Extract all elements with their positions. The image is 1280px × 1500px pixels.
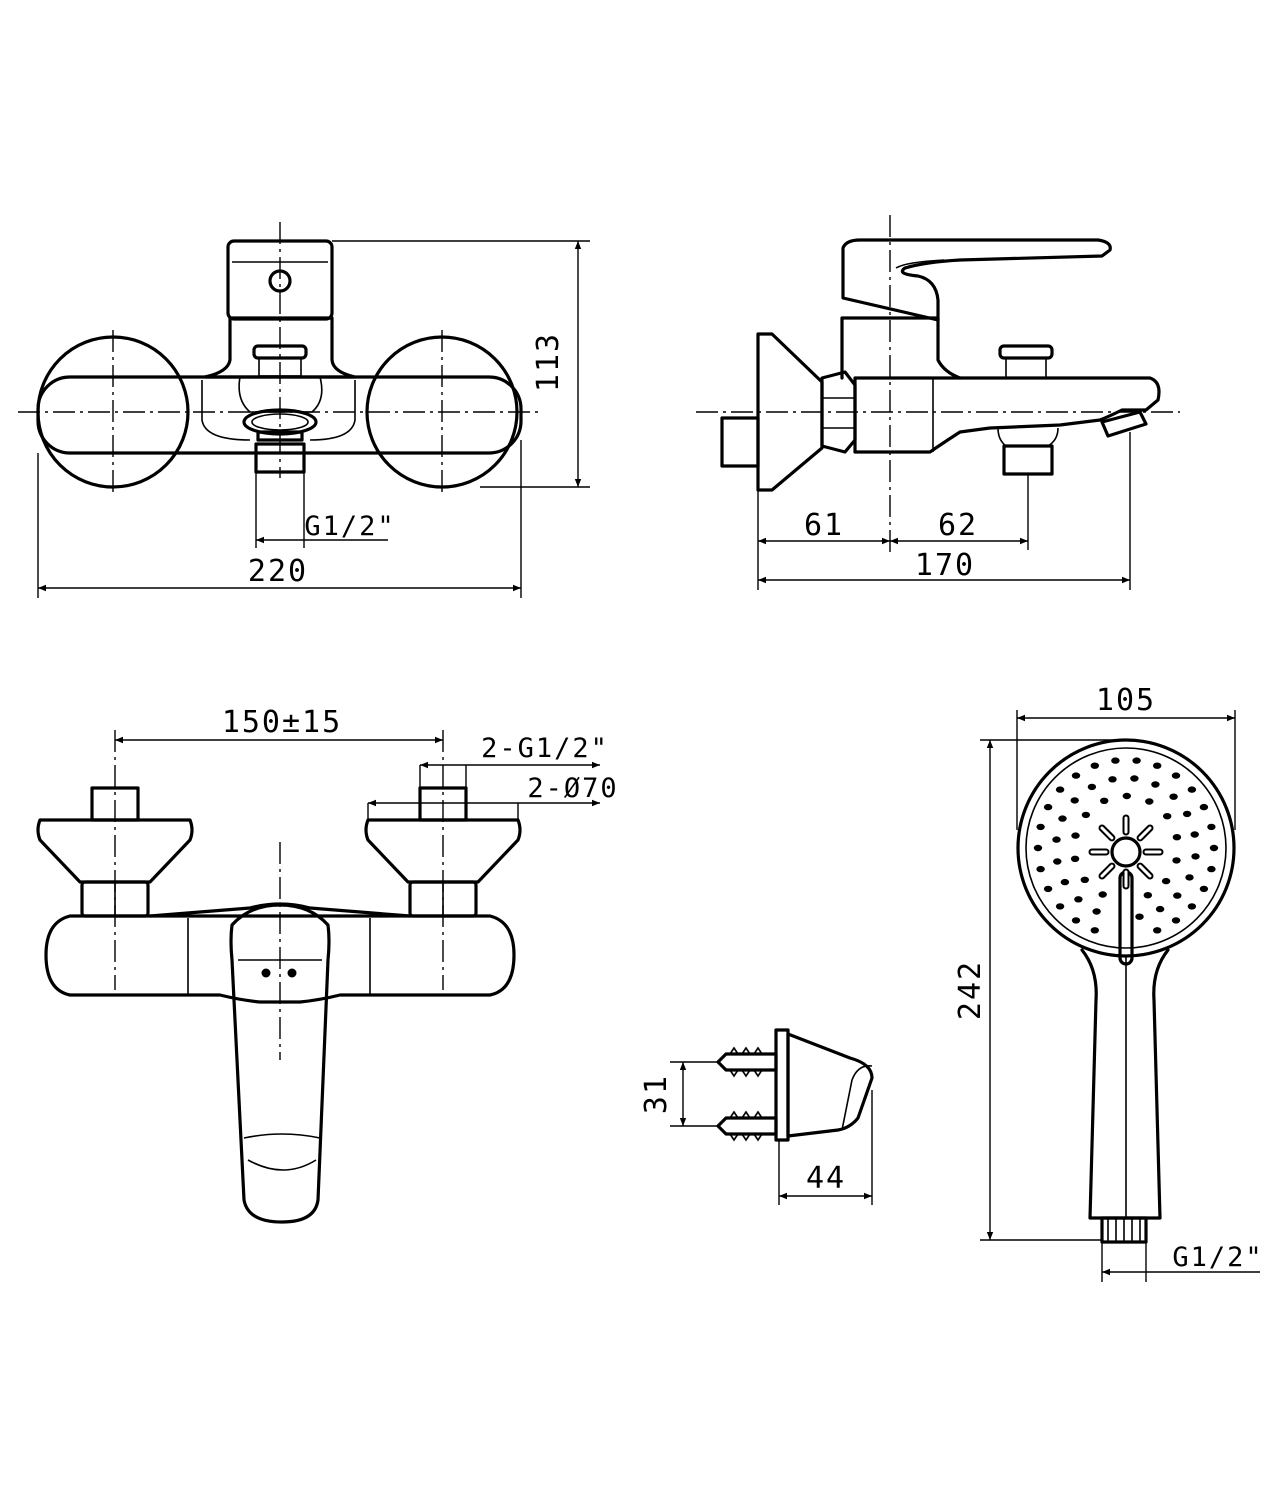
dim-side-axis-to-outlet: 62 [938, 508, 978, 543]
spray-nozzle [1081, 811, 1091, 819]
dim-handshower-length: 242 [953, 960, 988, 1020]
spray-nozzle [1145, 798, 1154, 805]
spray-nozzle [1187, 786, 1197, 793]
spray-nozzle [1155, 905, 1165, 913]
dim-handshower-width: 105 [1096, 683, 1156, 718]
spray-nozzle [1171, 772, 1181, 779]
spray-slot-inner [1100, 826, 1114, 840]
spray-nozzle [1080, 876, 1090, 883]
spray-nozzle [1172, 834, 1182, 841]
spray-nozzle [1060, 878, 1070, 886]
spray-nozzle [1209, 844, 1219, 852]
spray-nozzle [1199, 885, 1209, 893]
spray-nozzle [1111, 757, 1120, 764]
dim-front-width: 220 [248, 554, 308, 589]
spray-nozzle [1090, 927, 1100, 934]
dim-bottom-flange-diameter: 2-Ø70 [527, 773, 618, 804]
spray-nozzle [1070, 855, 1080, 862]
spray-nozzle [1122, 792, 1132, 800]
dim-front-height: 113 [531, 332, 566, 392]
spray-nozzle [1071, 772, 1081, 779]
dim-handshower-thread: G1/2" [1172, 1242, 1263, 1273]
spray-nozzle [1185, 874, 1194, 881]
dim-front-outlet-thread: G1/2" [304, 511, 395, 542]
spray-nozzle [1135, 913, 1144, 920]
spray-nozzle [1058, 815, 1067, 822]
spray-nozzle [1153, 927, 1162, 934]
spray-nozzle [1207, 823, 1216, 831]
spray-nozzle [1130, 775, 1139, 782]
spray-nozzle [1161, 877, 1171, 885]
side-view [696, 215, 1180, 590]
spray-nozzle [1053, 858, 1062, 865]
spray-nozzle [1071, 917, 1081, 924]
spray-nozzle [1207, 865, 1216, 873]
spray-nozzle [1182, 810, 1192, 818]
spray-nozzle [1151, 781, 1160, 788]
spray-slot-inner [1138, 826, 1152, 840]
spray-nozzle [1171, 917, 1181, 924]
spray-nozzle [1036, 823, 1045, 831]
spray-nozzle [1043, 803, 1053, 811]
spray-nozzle [1043, 885, 1053, 893]
bottom-view [36, 730, 600, 1224]
spray-nozzle [1033, 844, 1043, 852]
spray-nozzle [1070, 797, 1079, 804]
spray-nozzle [1071, 832, 1080, 839]
spray-nozzle [1074, 896, 1083, 903]
dim-holder-screw-spacing: 31 [639, 1074, 674, 1114]
spray-nozzle [1100, 797, 1109, 804]
spray-nozzle [1055, 903, 1065, 910]
wall-holder-view [670, 1028, 874, 1205]
spray-nozzle [1092, 908, 1101, 915]
spray-nozzle [1132, 757, 1141, 764]
dim-side-wall-to-axis: 61 [804, 508, 844, 543]
spray-nozzle [1199, 803, 1209, 811]
spray-nozzle [1172, 857, 1181, 864]
dim-bottom-inlet-thread: 2-G1/2" [481, 733, 609, 764]
spray-nozzle [1143, 892, 1153, 899]
spray-nozzle [1098, 891, 1107, 898]
spray-slot-inner [1138, 864, 1152, 878]
spray-nozzle [1163, 813, 1172, 820]
spray-nozzle [1108, 776, 1117, 783]
spray-slot-inner [1100, 864, 1114, 878]
dim-side-total-depth: 170 [915, 548, 975, 583]
hand-shower-view [980, 710, 1260, 1282]
spray-nozzle [1173, 892, 1182, 899]
spray-nozzle [1052, 836, 1061, 843]
spray-nozzle [1055, 786, 1065, 793]
spray-nozzle [1153, 762, 1162, 769]
spray-nozzle [1187, 903, 1197, 910]
spray-nozzle [1087, 783, 1097, 791]
dim-bottom-centers: 150±15 [222, 705, 342, 740]
spray-nozzle-pattern [1033, 757, 1219, 934]
spray-nozzle [1191, 853, 1200, 860]
front-view [18, 222, 590, 598]
spray-nozzle [1036, 865, 1045, 873]
spray-nozzle [1090, 762, 1100, 769]
spray-nozzle [1169, 793, 1178, 800]
dim-holder-depth: 44 [806, 1161, 846, 1196]
spray-nozzle [1190, 831, 1199, 838]
